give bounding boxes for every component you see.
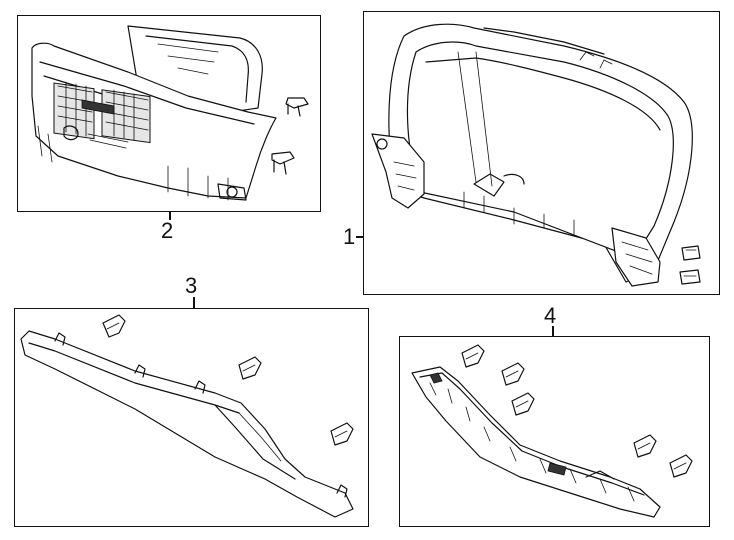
- clip-3c: [330, 422, 354, 446]
- cluster-illustration: [371, 23, 701, 287]
- clip-4c: [511, 392, 535, 416]
- part-2-panel: [17, 15, 321, 212]
- clip-4d: [633, 434, 657, 458]
- part-4-callout: 4: [544, 303, 557, 328]
- part-4-panel: [399, 336, 710, 527]
- clip-3b: [238, 356, 262, 380]
- part-3-leader: [193, 297, 195, 308]
- garnish-illustration: [20, 314, 354, 518]
- clip-3a: [102, 314, 126, 338]
- clip-upper: [285, 97, 309, 117]
- part-2-leader: [169, 212, 171, 220]
- part-3-panel: [14, 308, 369, 527]
- part-2-callout: 2: [161, 218, 174, 243]
- clip-1b: [679, 269, 701, 285]
- part-1-leader: [356, 236, 363, 238]
- clip-lower: [271, 151, 295, 175]
- clip-4b: [501, 362, 525, 386]
- vent-grille-right: [101, 89, 151, 144]
- clip-1a: [681, 245, 701, 261]
- clip-4e: [669, 454, 693, 478]
- part-1-panel: [363, 11, 720, 295]
- part-4-leader: [552, 326, 554, 336]
- under-cover-illustration: [411, 344, 693, 518]
- vent-grille-left: [53, 81, 95, 140]
- clip-4a: [461, 344, 485, 368]
- part-3-callout: 3: [185, 273, 198, 298]
- bezel-illustration: [31, 25, 309, 201]
- part-1-callout: 1: [343, 224, 356, 249]
